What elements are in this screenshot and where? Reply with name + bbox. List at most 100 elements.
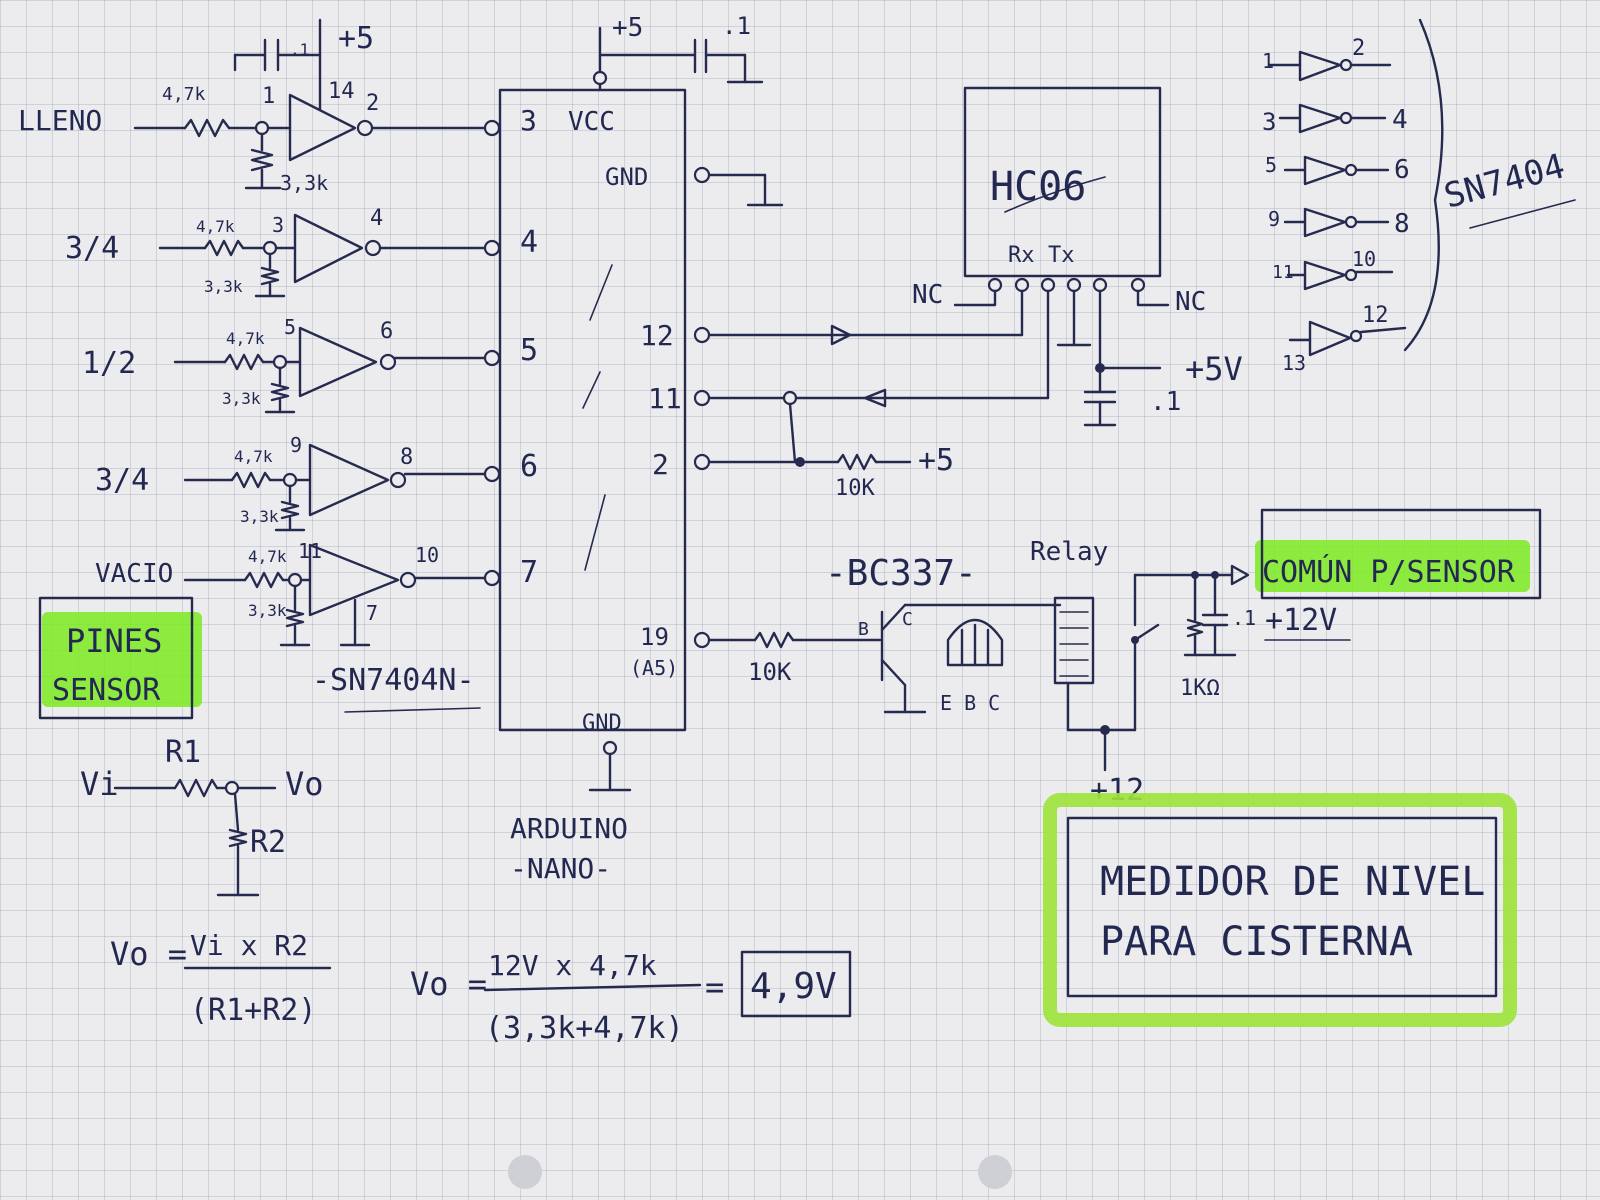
level-label-3-4-top: 3/4 <box>65 231 119 266</box>
common-plus12v: +12V <box>1265 603 1337 638</box>
g4-res-bottom: 3,3k <box>240 507 279 526</box>
nano-pin-a5: (A5) <box>630 656 678 680</box>
nano-pin-3: 3 <box>520 104 537 137</box>
g5-res-top: 4,7k <box>248 547 287 566</box>
hc06-nc-left: NC <box>912 280 943 310</box>
pinout-out-6: 6 <box>1394 155 1410 185</box>
hc06-nc-right: NC <box>1175 287 1206 317</box>
g5-out-pin: 10 <box>415 543 439 567</box>
pinout-gate-6: 13 12 <box>1282 303 1407 375</box>
title-line1: MEDIDOR DE NIVEL <box>1100 859 1485 905</box>
nano-gnd-bottom: GND <box>582 711 622 736</box>
relay-driver: -BC337- Relay 10K B C E B C +12 <box>707 537 1256 808</box>
pines-sensor-line2: SENSOR <box>52 673 161 708</box>
binder-hole-right <box>978 1155 1012 1189</box>
level-label-lleno: LLENO <box>18 104 102 137</box>
inverter-bank: .1 +5 LLENO 3/4 1/2 3/4 VACIO 1 2 14 4,7… <box>18 18 490 713</box>
hc06-plus5v: +5V <box>1185 350 1243 388</box>
transistor-c: C <box>902 609 913 630</box>
g1-in-pin: 1 <box>262 84 275 109</box>
g3-res-bottom: 3,3k <box>222 389 261 408</box>
pinout-in-11: 11 <box>1272 262 1294 283</box>
nano-pin-11: 11 <box>648 382 682 415</box>
g1-res-bottom: 3,3k <box>280 171 328 195</box>
level-label-3-4-bottom: 3/4 <box>95 463 149 498</box>
level-label-1-2: 1/2 <box>82 346 136 381</box>
title-line2: PARA CISTERNA <box>1100 919 1413 965</box>
pinout-out-12: 12 <box>1362 303 1389 328</box>
plus5-nano-label: +5 <box>612 13 643 43</box>
pines-sensor-line1: PINES <box>66 622 162 660</box>
formula2-result: 4,9V <box>750 966 837 1007</box>
hc06-tx: Tx <box>1048 243 1075 268</box>
g3-res-top: 4,7k <box>226 329 265 348</box>
formula2-den: (3,3k+4,7k) <box>485 1011 684 1046</box>
g3-in-pin: 5 <box>284 315 296 339</box>
arduino-sub-label: -NANO- <box>510 852 611 885</box>
pinout-gate-4: 9 8 <box>1268 207 1410 239</box>
formula2-num: 12V x 4,7k <box>488 949 657 982</box>
pinout-gate-5: 11 10 <box>1272 247 1394 291</box>
sn7404-pinout: 1 2 3 4 5 6 9 8 <box>1262 18 1576 375</box>
svg-text:=: = <box>705 968 724 1006</box>
divider-vi: Vi <box>80 765 119 803</box>
nano-gnd-right: GND <box>605 163 648 191</box>
divider-r1: R1 <box>165 735 201 770</box>
pinout-out-10: 10 <box>1352 247 1376 271</box>
g5-gnd-pin: 7 <box>366 601 378 625</box>
formula1-num: Vi x R2 <box>190 929 308 962</box>
g1-res-top: 4,7k <box>162 84 206 105</box>
plus5-top-label: +5 <box>338 21 374 56</box>
hc06-rx: Rx <box>1008 243 1035 268</box>
base-res-label: 10K <box>748 658 792 686</box>
g2-res-bottom: 3,3k <box>204 277 243 296</box>
formula1-den: (R1+R2) <box>190 993 316 1028</box>
g2-out-pin: 4 <box>370 206 383 231</box>
nano-pin-5: 5 <box>520 333 538 368</box>
pinout-in-3: 3 <box>1262 108 1276 136</box>
pullup-label: 10K <box>835 476 875 501</box>
divider-r2: R2 <box>250 825 286 860</box>
g2-res-top: 4,7k <box>196 217 235 236</box>
g2-in-pin: 3 <box>272 213 284 237</box>
transistor-pinout-ebc: E B C <box>940 691 1000 715</box>
common-sensor-label: COMÚN P/SENSOR +12V <box>1255 508 1542 641</box>
pinout-out-8: 8 <box>1394 209 1410 239</box>
nano-pin-2: 2 <box>652 448 669 481</box>
hc06-cap: .1 <box>1150 387 1181 417</box>
g1-vcc-pin: 14 <box>328 79 355 104</box>
pinout-gate-3: 5 6 <box>1265 153 1410 186</box>
binder-hole-left <box>508 1155 542 1189</box>
arduino-label: ARDUINO <box>510 812 628 845</box>
inverter-chip-label: -SN7404N- <box>312 663 475 698</box>
transistor-b: B <box>858 619 869 640</box>
nano-pin-12: 12 <box>640 319 674 352</box>
pinout-gate-1: 1 2 <box>1262 36 1392 82</box>
hc06-module: HC06 Rx Tx NC NC +5V .1 <box>707 86 1243 501</box>
relay-label: Relay <box>1030 537 1108 567</box>
pinout-out-2: 2 <box>1352 36 1365 61</box>
pullup-plus5: +5 <box>918 443 954 478</box>
pinout-in-1: 1 <box>1262 49 1274 73</box>
pinout-in-13: 13 <box>1282 351 1306 375</box>
nano-pin-6: 6 <box>520 449 538 484</box>
voltage-divider: Vi R1 Vo R2 <box>80 735 324 897</box>
nano-pin-4: 4 <box>520 225 538 260</box>
relay-res-label: 1KΩ <box>1180 676 1220 701</box>
nano-pin-19: 19 <box>640 623 669 651</box>
g4-in-pin: 9 <box>290 433 302 457</box>
g4-res-top: 4,7k <box>234 447 273 466</box>
formula-numeric: Vo = 12V x 4,7k (3,3k+4,7k) = 4,9V <box>410 949 852 1046</box>
pinout-out-4: 4 <box>1392 105 1408 135</box>
pinout-in-5: 5 <box>1265 153 1277 177</box>
divider-vo: Vo <box>285 765 324 803</box>
pinout-in-9: 9 <box>1268 207 1280 231</box>
g3-out-pin: 6 <box>380 319 393 344</box>
title-box: MEDIDOR DE NIVEL PARA CISTERNA <box>1043 793 1517 1027</box>
relay-cap: .1 <box>1232 606 1256 630</box>
g5-res-bottom: 3,3k <box>248 601 287 620</box>
formula-general: Vo = Vi x R2 (R1+R2) <box>110 929 332 1028</box>
nano-pin-7: 7 <box>520 555 538 590</box>
